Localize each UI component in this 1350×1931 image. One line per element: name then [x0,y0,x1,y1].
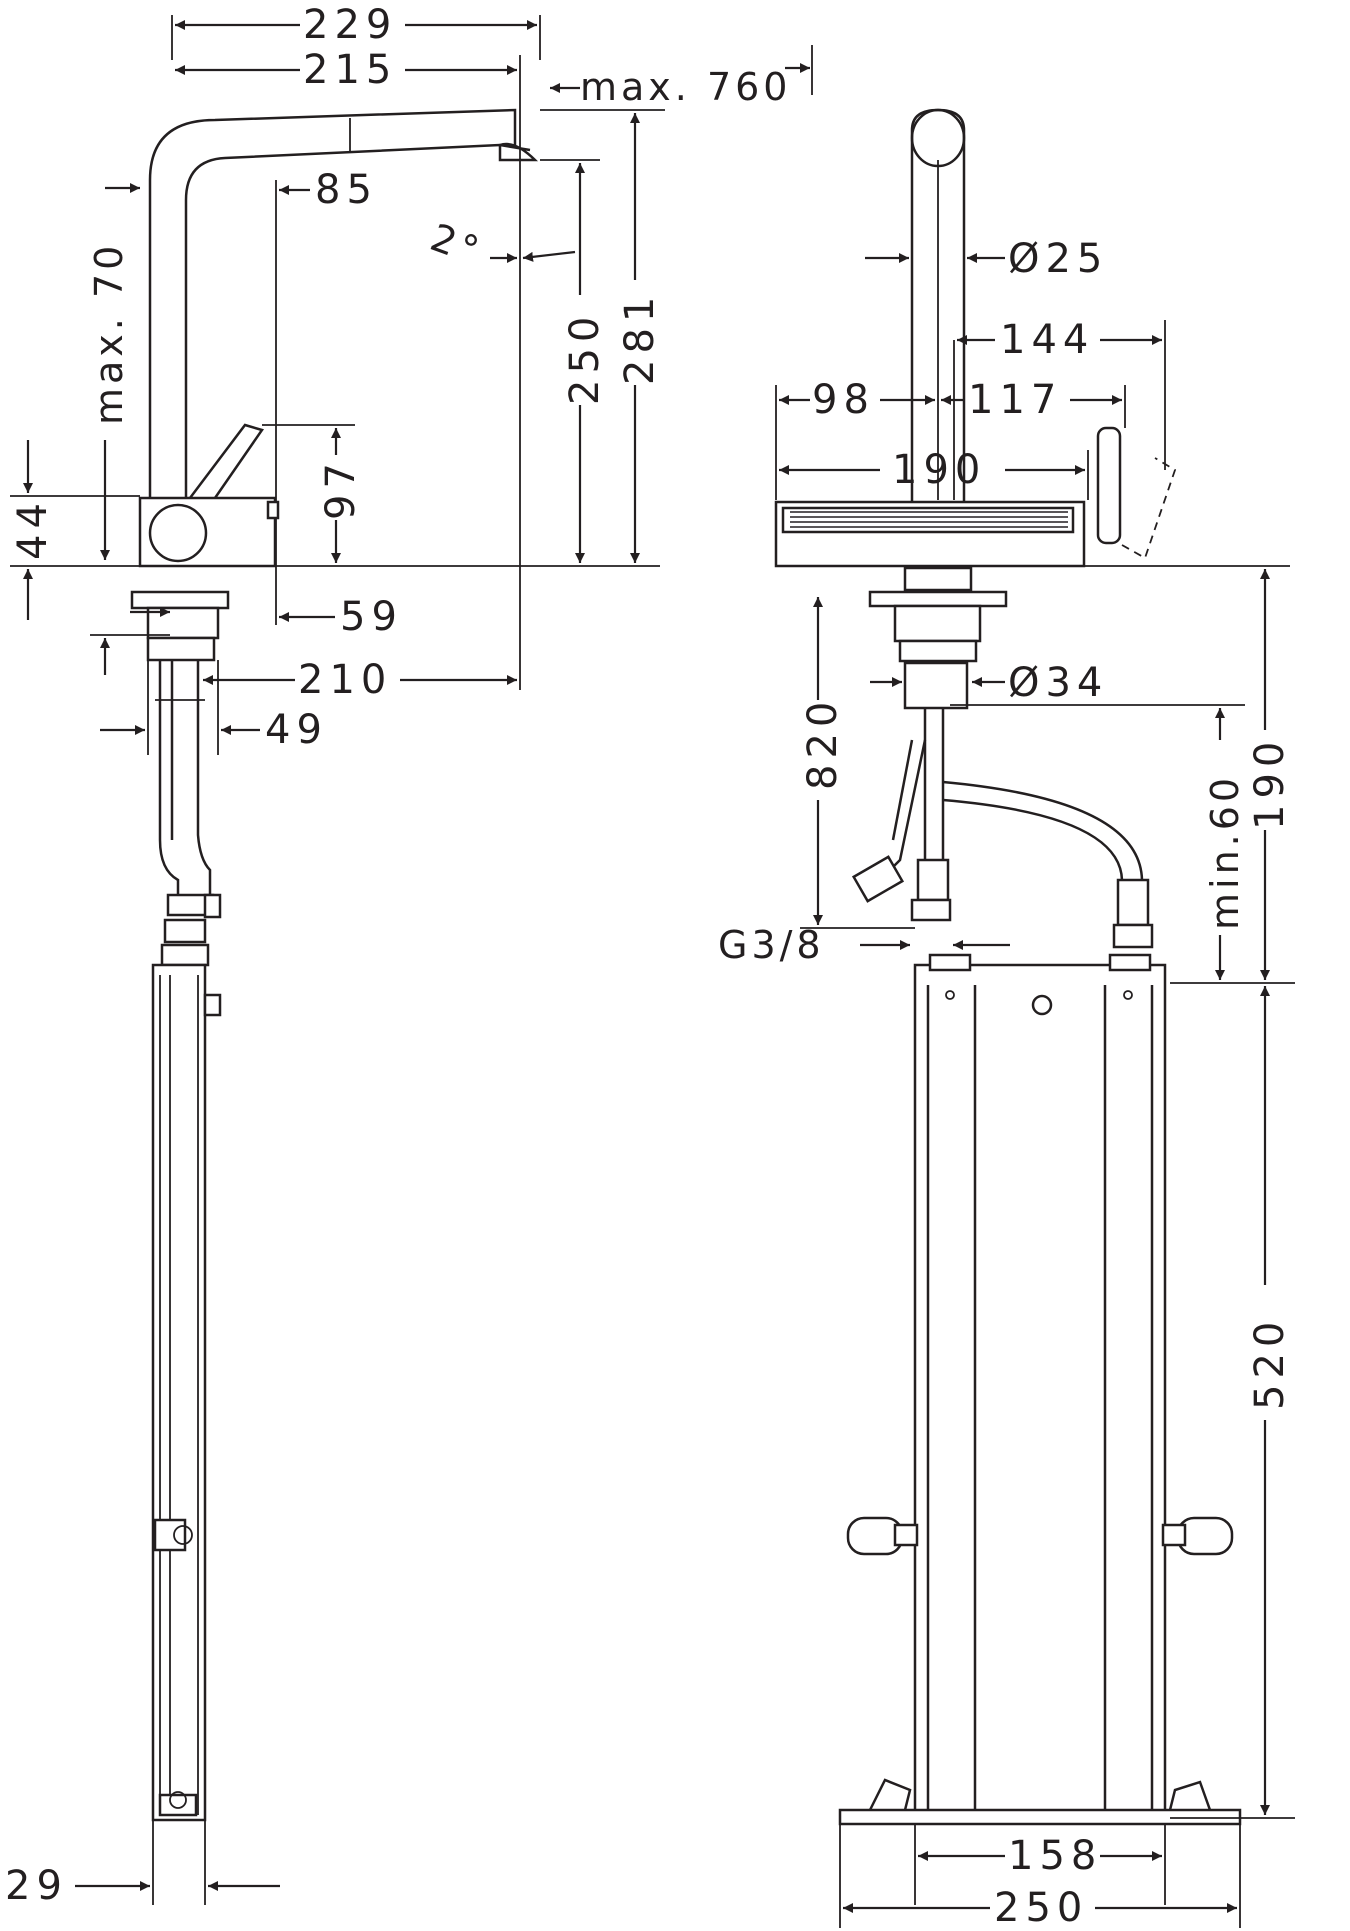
dim-29: 29 [5,1863,68,1909]
dim-min-60: min.60 [1203,774,1247,930]
dim-215: 215 [303,47,397,93]
dim-190-height: 190 [1247,736,1293,830]
dim-250-width: 250 [994,1885,1088,1931]
dim-190-width: 190 [892,447,986,493]
dim-dia-34: Ø34 [1008,660,1108,706]
dim-97: 97 [318,457,364,520]
dim-250: 250 [562,311,608,405]
dim-820: 820 [800,696,846,790]
side-view [10,55,660,1822]
side-view-dimensions: 229 215 max. 760 85 max. 70 2° 250 281 [5,2,813,1909]
front-view [774,108,1290,1826]
dim-229: 229 [303,2,397,48]
dim-85: 85 [315,167,378,213]
dim-158: 158 [1008,1833,1102,1879]
dim-44: 44 [10,497,56,560]
dim-59: 59 [340,594,403,640]
dim-49: 49 [265,707,328,753]
dim-98: 98 [812,377,875,423]
dim-281: 281 [617,291,663,385]
front-view-dimensions: Ø25 144 98 117 190 820 Ø34 min.60 [718,236,1295,1931]
dim-g3-8: G3/8 [718,923,825,967]
hatch-pattern [790,511,1068,528]
dim-144: 144 [1000,317,1094,363]
dim-dia-25: Ø25 [1008,236,1108,282]
dim-max-760: max. 760 [580,65,791,109]
dim-max-70: max. 70 [87,242,131,425]
dim-2-degree: 2° [425,215,488,274]
dim-520: 520 [1247,1316,1293,1410]
dim-117: 117 [968,377,1062,423]
dim-210: 210 [298,657,392,703]
